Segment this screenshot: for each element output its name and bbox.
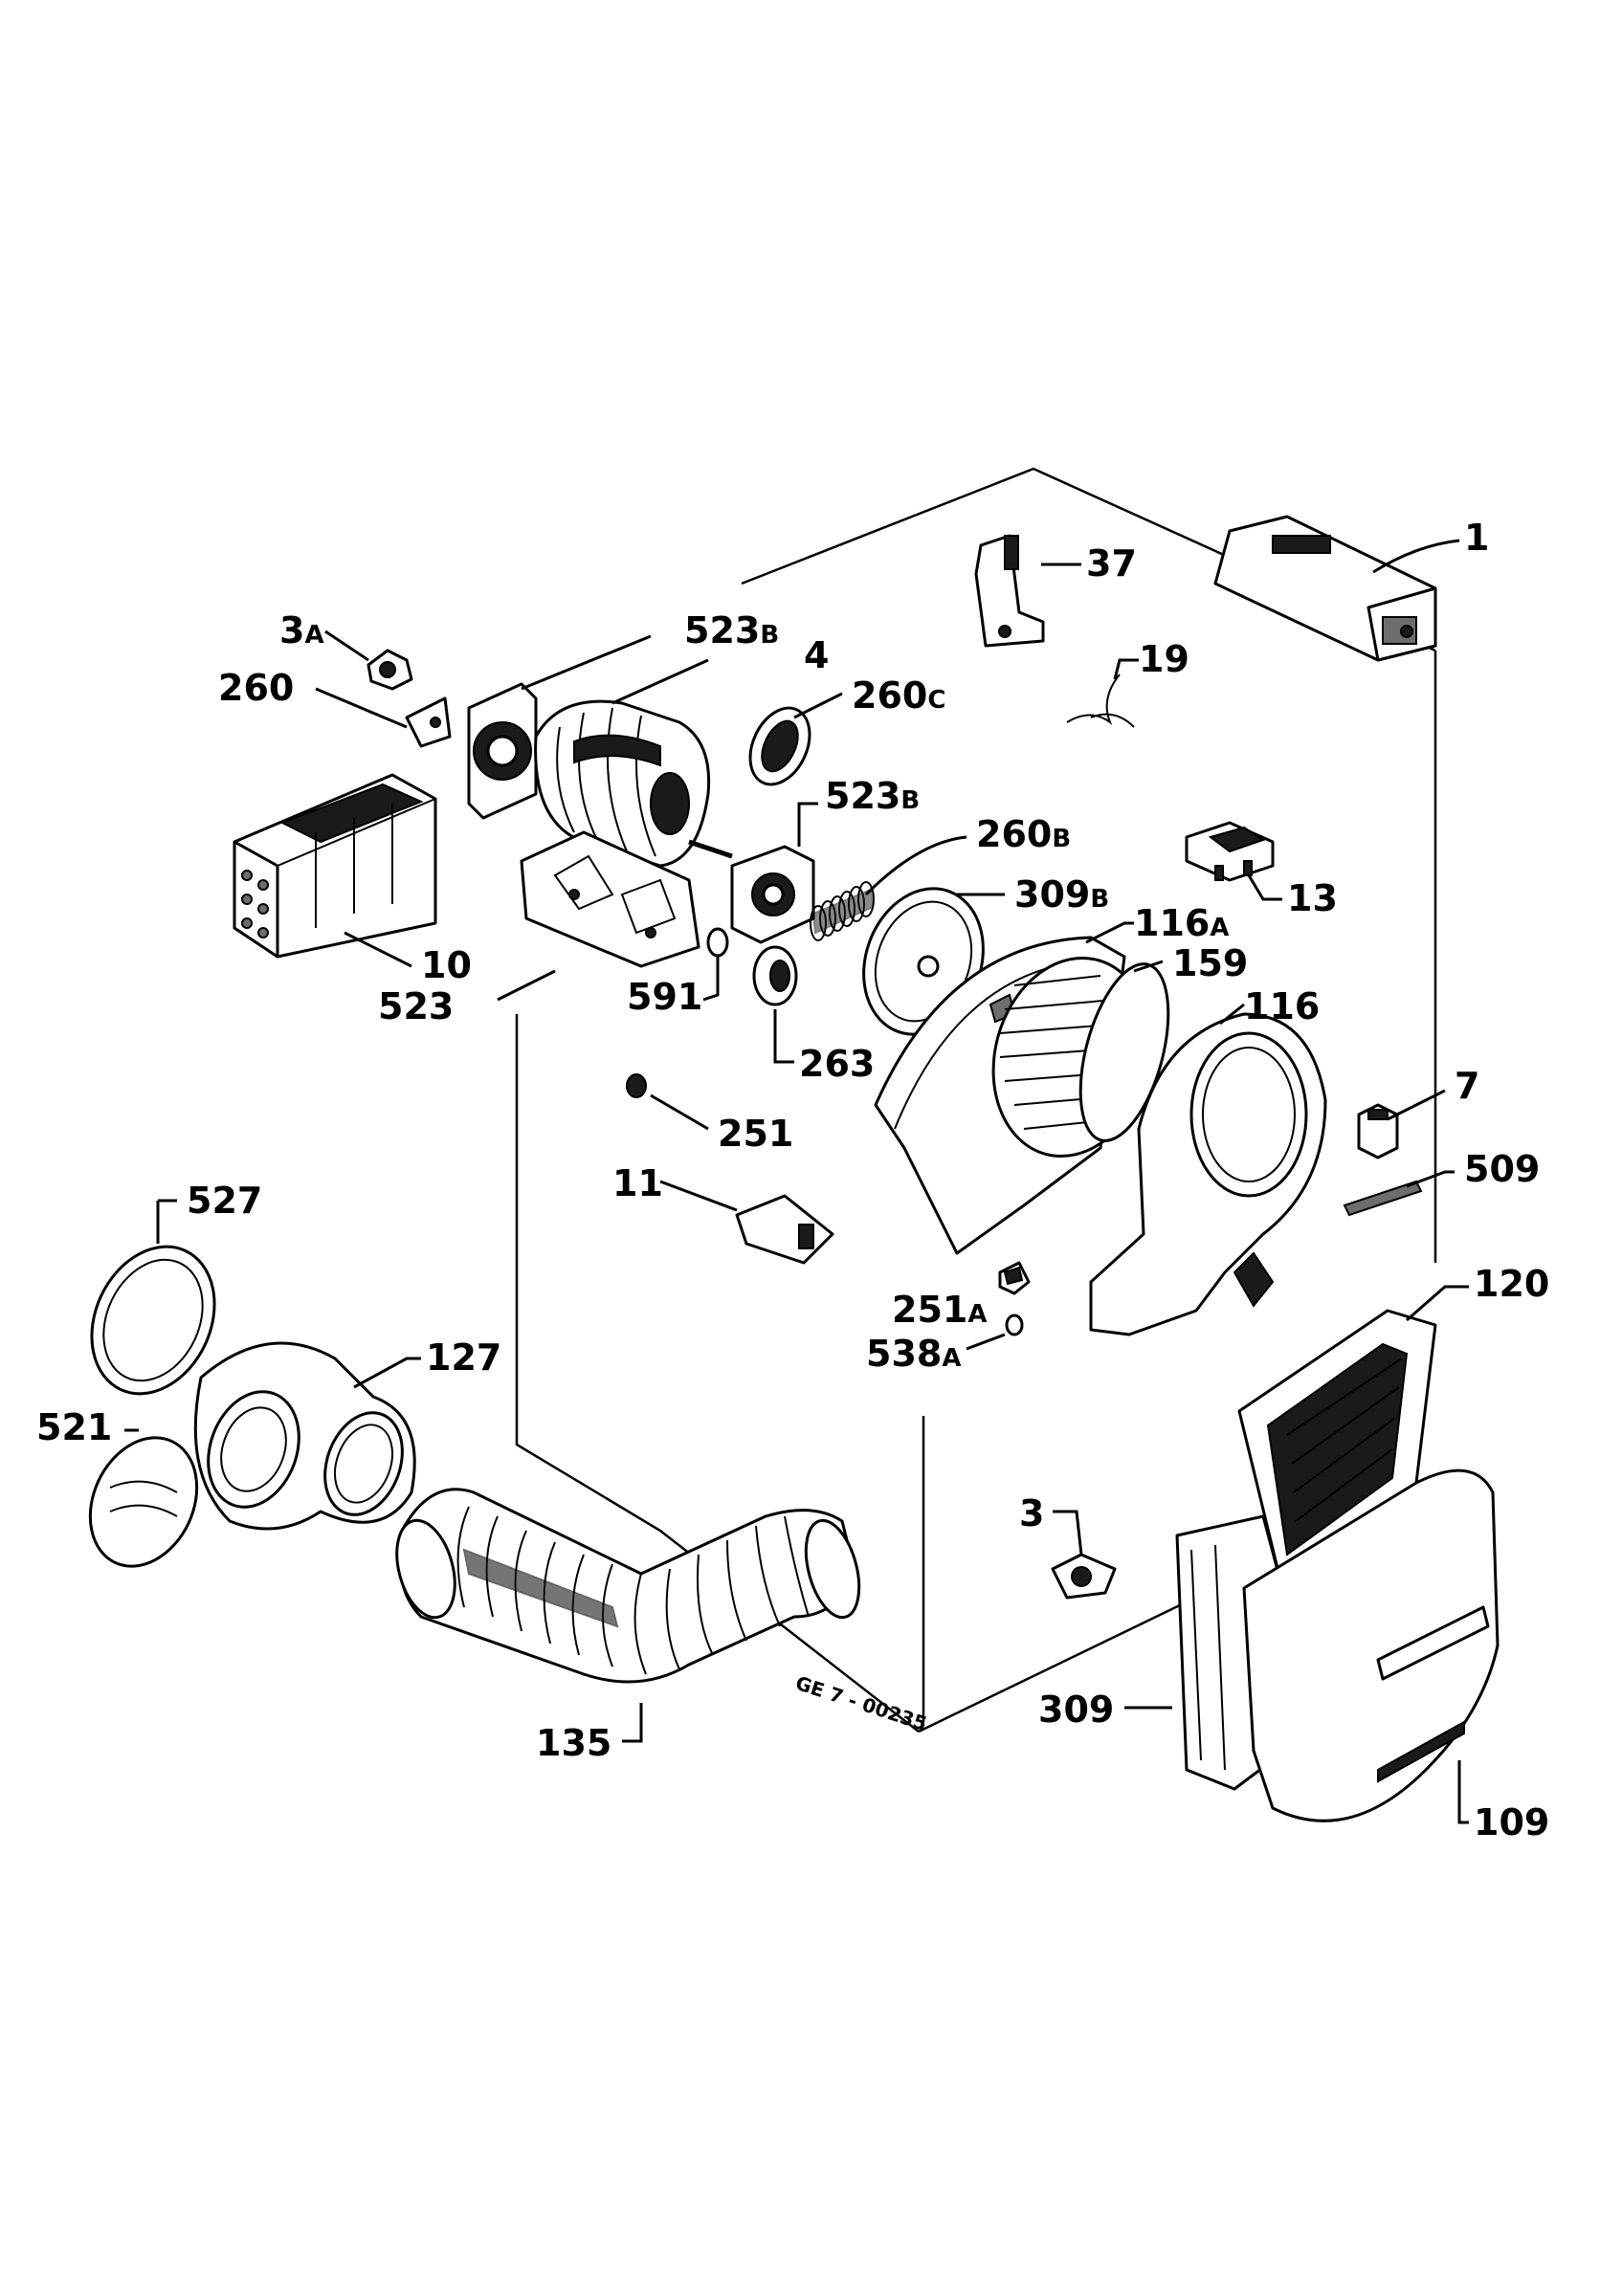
callout-527: 527 [187, 1180, 262, 1222]
callout-523B-mid: 523B [825, 775, 920, 817]
callout-591: 591 [627, 976, 702, 1018]
part-260C-gear [748, 692, 843, 786]
callout-521: 521 [36, 1406, 112, 1448]
callout-251A: 251A [892, 1289, 987, 1331]
callout-251: 251 [718, 1113, 793, 1155]
callout-135: 135 [536, 1722, 611, 1764]
part-7-connector [1357, 1089, 1446, 1159]
callout-3: 3 [1019, 1492, 1044, 1534]
part-1-control-module [1213, 515, 1460, 662]
part-251A-clip [998, 1261, 1031, 1295]
callout-260: 260 [218, 667, 294, 709]
callout-309: 309 [1038, 1689, 1114, 1731]
callout-labels: 1 3A 260 523B 4 37 19 260C 523B 260B 13 … [36, 517, 1549, 1843]
part-116-front-housing [1089, 1003, 1327, 1336]
callout-13: 13 [1287, 877, 1338, 919]
callout-263: 263 [799, 1043, 875, 1085]
callout-11: 11 [612, 1162, 663, 1204]
callout-523: 523 [378, 985, 454, 1027]
callout-10: 10 [421, 944, 472, 986]
callout-4: 4 [804, 634, 829, 676]
callout-260C: 260C [852, 674, 945, 717]
part-13-switch [1185, 821, 1282, 901]
part-523B-motor-endshield-right [730, 802, 818, 944]
callout-116: 116 [1244, 985, 1320, 1027]
callout-7: 7 [1455, 1065, 1479, 1107]
callout-3A: 3A [279, 609, 324, 651]
part-10-heater-box [233, 773, 437, 968]
part-263-pulley [752, 945, 798, 1064]
part-19-clip [1066, 658, 1139, 728]
part-127-t-connector [193, 1341, 421, 1531]
part-538A-washer [966, 1314, 1024, 1351]
part-11-capacitor [659, 1180, 834, 1265]
part-251-nut [626, 1073, 709, 1131]
part-135-flexible-hose [395, 1488, 861, 1743]
part-527-ring [90, 1199, 216, 1396]
part-159-blower-wheel [991, 956, 1170, 1159]
callout-116A: 116A [1134, 902, 1229, 944]
callout-538A: 538A [866, 1333, 961, 1375]
drawing-code: GE 7 - 00235 [792, 1671, 929, 1735]
part-260-mounting-bracket [315, 687, 452, 748]
callout-309B: 309B [1014, 873, 1109, 916]
part-3A-thermostat [324, 629, 413, 691]
part-3-thermostat [1051, 1510, 1117, 1600]
callout-260B: 260B [976, 813, 1071, 855]
part-4-drive-motor [534, 658, 733, 868]
callout-19: 19 [1139, 638, 1189, 680]
callout-109: 109 [1474, 1801, 1549, 1843]
part-109-duct-cover [1242, 1468, 1500, 1824]
callout-37: 37 [1086, 542, 1137, 585]
callout-127: 127 [426, 1336, 501, 1379]
callout-1: 1 [1464, 517, 1489, 559]
callout-159: 159 [1172, 942, 1248, 984]
part-37-bracket [974, 534, 1081, 648]
callout-523B-top: 523B [684, 609, 779, 651]
part-591-washer [702, 927, 729, 1002]
part-260B-spring [810, 835, 967, 941]
callout-120: 120 [1474, 1263, 1549, 1305]
part-509-pin [1343, 1170, 1455, 1217]
part-523-motor-cradle [497, 830, 700, 1002]
part-523B-motor-endshield-left [467, 634, 652, 820]
part-521-end-cap [88, 1428, 199, 1568]
callout-509: 509 [1464, 1148, 1540, 1190]
